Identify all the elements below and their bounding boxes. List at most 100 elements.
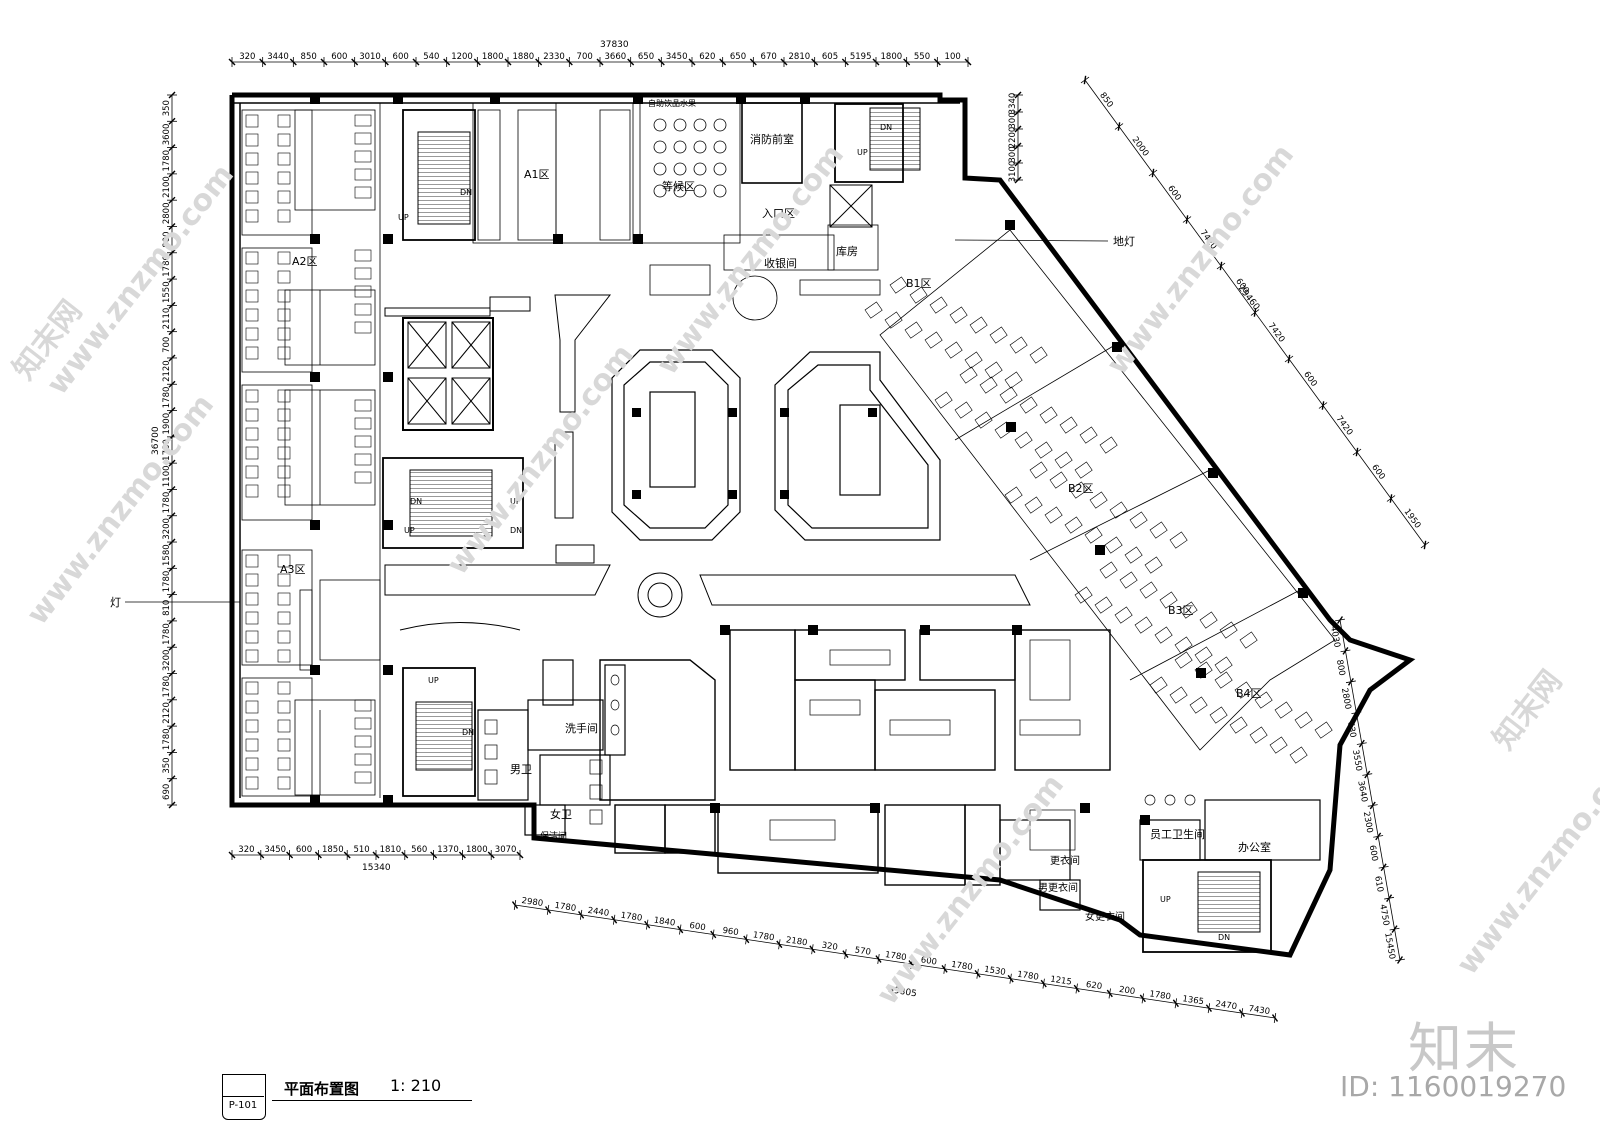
a-zone-chairs: [245, 114, 372, 790]
washbasin: [1164, 794, 1176, 806]
chair: [245, 592, 259, 606]
booth-table: [1024, 496, 1043, 514]
label-lamp: 灯: [110, 596, 121, 609]
top-dim-value: 3010: [359, 52, 381, 62]
booth-table: [1054, 451, 1073, 469]
round-table: [653, 118, 667, 132]
right-upper-dim-value: 300: [1008, 112, 1018, 128]
bottom-left-dim-value: 1810: [380, 845, 402, 855]
booth-table: [1174, 636, 1193, 654]
room-label-changing: 更衣间: [1050, 854, 1080, 867]
top-dim-value: 3660: [605, 52, 627, 62]
chair: [277, 554, 291, 568]
entry-waiting-area: [639, 102, 881, 321]
stair-up-label: UP: [404, 526, 415, 535]
diag-dim-value: 600: [1301, 370, 1319, 389]
booth-table: [954, 401, 973, 419]
booth-table: [1214, 671, 1233, 689]
booth-table: [1194, 661, 1213, 679]
booth-table: [994, 421, 1013, 439]
b-zone-tables: [864, 276, 1333, 764]
stair-dn-label: DN: [1218, 933, 1230, 942]
a-zone-seating: [241, 103, 381, 798]
round-table: [713, 118, 727, 132]
right-upper-dim-value: 3340: [1008, 93, 1018, 115]
chair: [277, 681, 291, 695]
booth-table: [1229, 716, 1248, 734]
left-dim-value: 2120: [162, 702, 172, 724]
chair: [354, 771, 372, 784]
chair: [245, 190, 259, 204]
chair: [277, 738, 291, 752]
right-lower-dim-value: 15450: [1382, 932, 1397, 960]
booth-table: [1059, 416, 1078, 434]
chair: [245, 152, 259, 166]
bottom-right-dim-value: 1780: [1149, 989, 1172, 1002]
chair: [245, 776, 259, 790]
left-dim-value: 2120: [162, 360, 172, 382]
bottom-right-dim-value: 960: [722, 926, 740, 938]
stair-dn-label: DN: [510, 526, 522, 535]
room-label-womens-wc: 女卫: [550, 807, 572, 821]
buffet-island-left: [611, 349, 741, 541]
left-dim-value: 2110: [162, 308, 172, 330]
round-table: [653, 162, 667, 176]
booth-table: [1149, 521, 1168, 539]
round-table: [713, 162, 727, 176]
bottom-left-dim-value: 320: [238, 845, 254, 855]
bottom-right-dim-value: 7430: [1248, 1004, 1271, 1017]
left-dim-value: 1780: [162, 728, 172, 750]
bottom-right-dim-value: 570: [854, 946, 872, 958]
chair: [277, 446, 291, 460]
booth-table: [979, 376, 998, 394]
booth-table: [1314, 721, 1333, 739]
chair: [277, 649, 291, 663]
booth-table: [1159, 591, 1178, 609]
bottom-right-dim-value: 200: [1118, 985, 1136, 997]
bottom-right-dim-value: 1780: [950, 960, 973, 973]
left-dim-value: 1780: [162, 255, 172, 277]
booth-table: [1219, 621, 1238, 639]
diag-dim-value: 600: [1369, 463, 1387, 482]
brand-watermark-logo: 知末: [1408, 1017, 1520, 1080]
booth-table: [1029, 461, 1048, 479]
top-dim-value: 650: [730, 52, 746, 62]
booth-table: [924, 331, 943, 349]
bottom-right-dim-value: 1780: [752, 930, 775, 943]
chair: [245, 270, 259, 284]
chair: [277, 700, 291, 714]
bottom-left-dim-value: 560: [411, 845, 427, 855]
booth-table: [1189, 696, 1208, 714]
chair: [277, 465, 291, 479]
chair: [245, 209, 259, 223]
left-dimension-chain: 6903501780212017803200178081017801580320…: [162, 91, 177, 809]
booth-table: [1074, 461, 1093, 479]
overall-dim-left: 36700: [151, 426, 161, 455]
chair: [354, 417, 372, 430]
booth-table: [1099, 436, 1118, 454]
booth-table: [1104, 536, 1123, 554]
booth-table: [1089, 491, 1108, 509]
chair: [354, 150, 372, 163]
room-label-washroom: 洗手间: [565, 721, 598, 735]
bottom-right-dim-value: 1780: [1016, 970, 1039, 983]
left-dim-value: 350: [162, 757, 172, 773]
chair: [245, 446, 259, 460]
booth-table: [1004, 486, 1023, 504]
booth-table: [1179, 601, 1198, 619]
room-label-a2: A2区: [292, 255, 318, 268]
room-label-womens-changing: 女更衣间: [1085, 910, 1125, 923]
top-dim-value: 650: [638, 52, 654, 62]
drawing-title: 平面布置图: [284, 1080, 360, 1098]
bottom-right-dim-value: 1780: [620, 911, 643, 924]
chair: [354, 435, 372, 448]
round-table: [673, 140, 687, 154]
toilet-stall: [484, 744, 498, 760]
chair: [354, 249, 372, 262]
booth-table: [1014, 431, 1033, 449]
chair: [354, 453, 372, 466]
chair: [354, 114, 372, 127]
booth-table: [999, 386, 1018, 404]
bottom-right-dim-value: 320: [821, 941, 839, 953]
